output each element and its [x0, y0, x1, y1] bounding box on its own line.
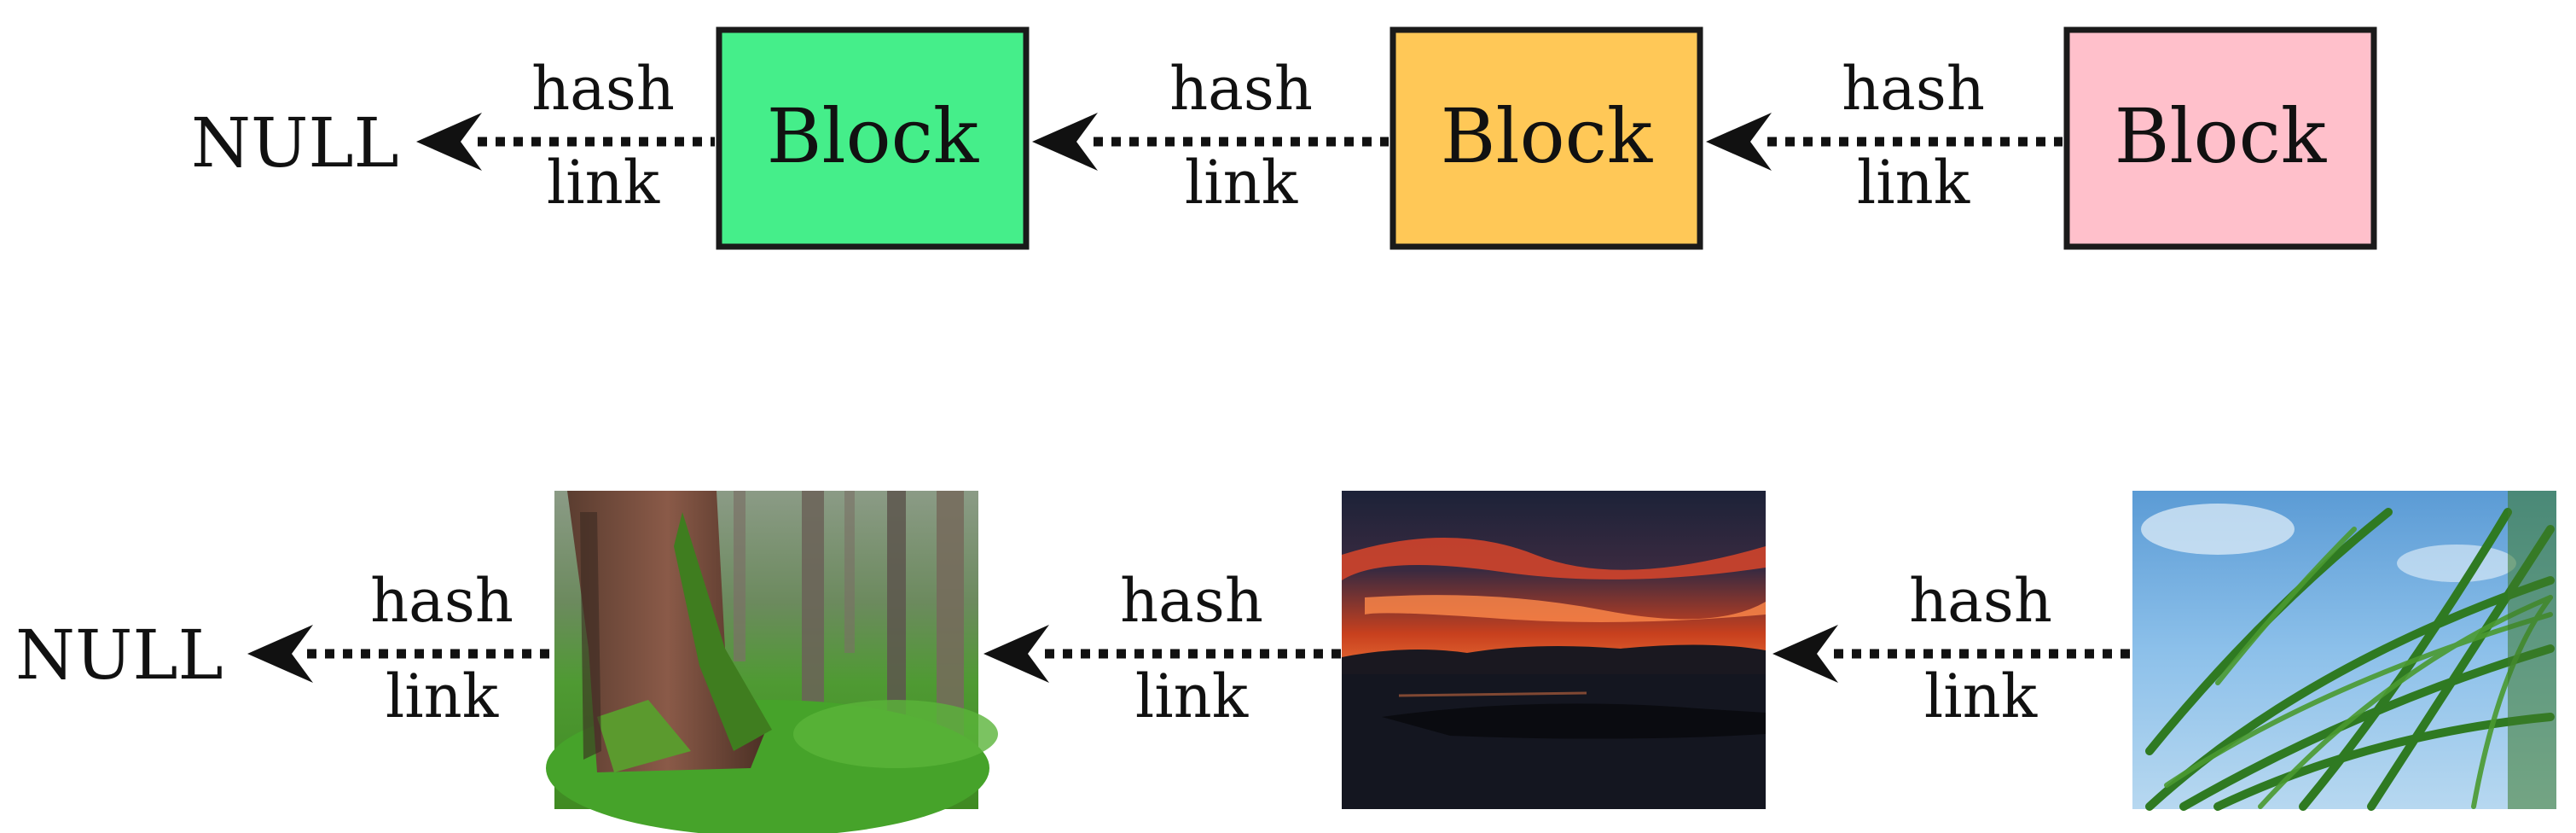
hash-link-arrow: hash link	[1032, 54, 1389, 218]
block-label: Block	[1441, 92, 1653, 180]
top-chain: NULL hash link Block hash link Block	[191, 26, 2377, 250]
arrowhead-icon	[1706, 113, 1772, 171]
hash-link-arrow: hash link	[416, 54, 715, 218]
arrowhead-icon	[247, 625, 313, 683]
block-label: Block	[2115, 92, 2327, 180]
block-green: Block	[716, 26, 1030, 250]
link-label: link	[1924, 661, 2038, 731]
hash-link-arrow: hash link	[1772, 566, 2132, 731]
hash-label: hash	[370, 566, 513, 636]
block-orange: Block	[1390, 26, 1703, 250]
hash-label: hash	[531, 54, 675, 124]
block-box	[1390, 26, 1703, 250]
block-label: Block	[767, 92, 979, 180]
block-pink: Block	[2063, 26, 2377, 250]
null-label: NULL	[15, 615, 223, 695]
hash-label: hash	[1909, 566, 2052, 636]
hash-label: hash	[1120, 566, 1263, 636]
link-label: link	[1857, 148, 1970, 218]
block-box	[2063, 26, 2377, 250]
null-label: NULL	[191, 103, 399, 183]
arrowhead-icon	[983, 625, 1049, 683]
arrowhead-icon	[416, 113, 482, 171]
hash-link-arrow: hash link	[983, 566, 1341, 731]
arrowhead-icon	[1032, 113, 1098, 171]
forest-image	[546, 491, 998, 833]
link-label: link	[1135, 661, 1249, 731]
bottom-chain: NULL hash link	[15, 491, 2556, 833]
hash-label: hash	[1842, 54, 1985, 124]
link-label: link	[386, 661, 499, 731]
block-box	[716, 26, 1030, 250]
hash-link-arrow: hash link	[1706, 54, 2063, 218]
link-label: link	[1185, 148, 1298, 218]
palm-image	[2132, 491, 2556, 811]
hash-label: hash	[1169, 54, 1313, 124]
arrowhead-icon	[1772, 625, 1838, 683]
hash-link-arrow: hash link	[247, 566, 554, 731]
link-label: link	[547, 148, 660, 218]
sunset-image	[1342, 491, 1766, 809]
